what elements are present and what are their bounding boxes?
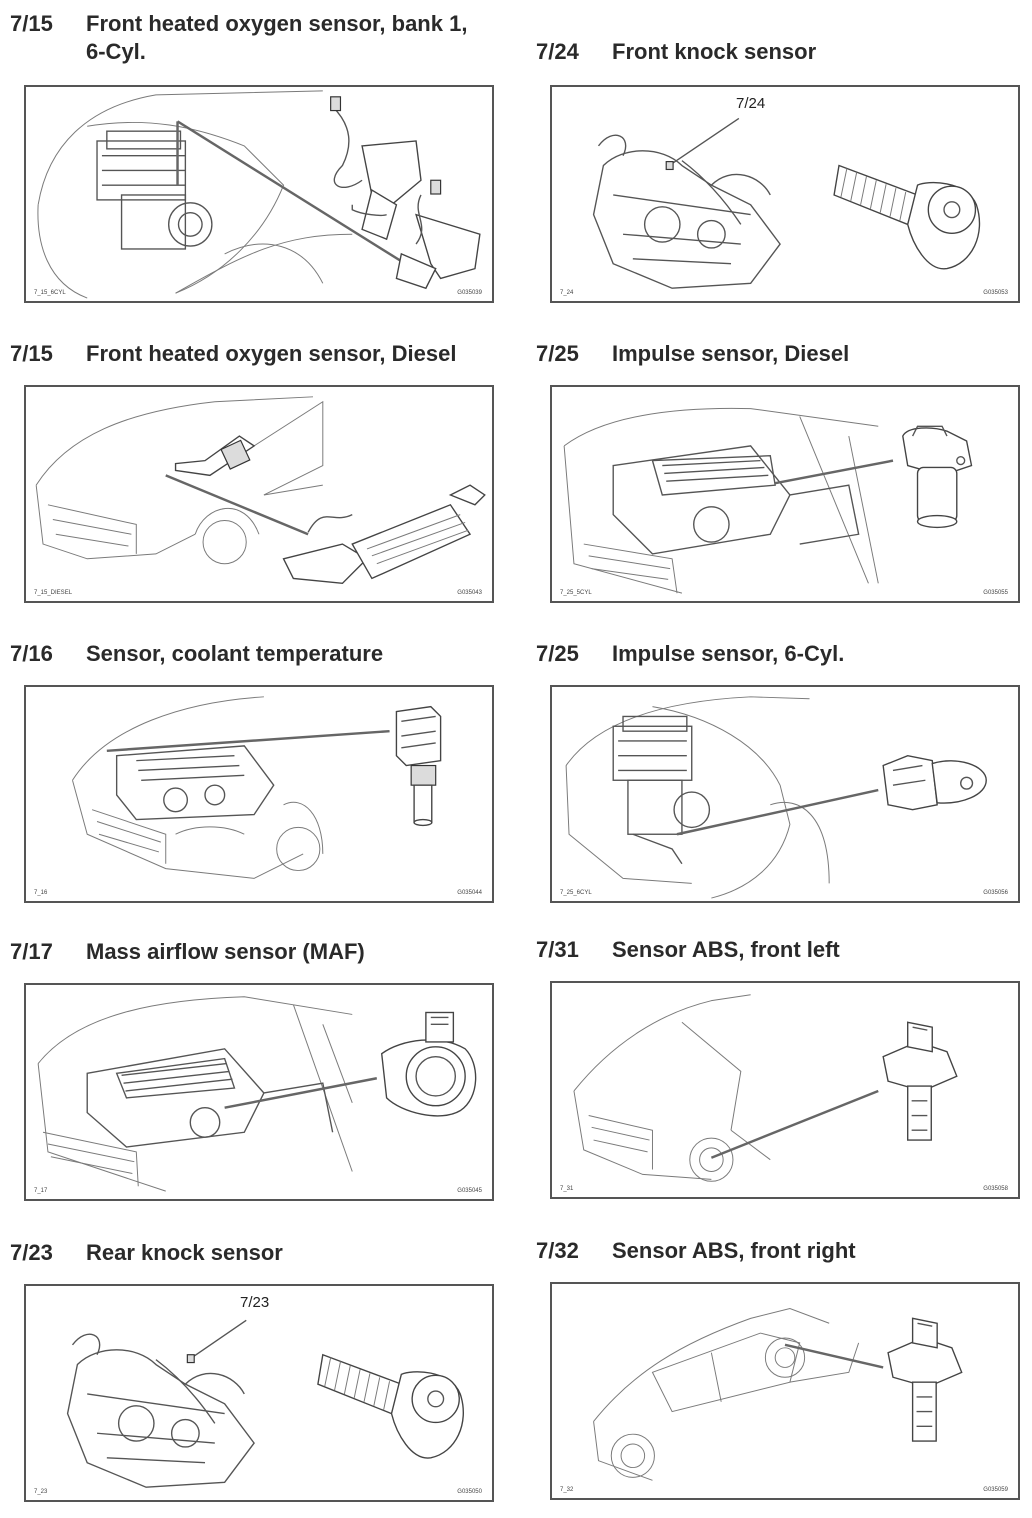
- entry-7-15-6cyl: 7/15 Front heated oxygen sensor, bank 1,…: [10, 10, 510, 310]
- exhaust-manifold-icon: [330, 96, 481, 290]
- maf-sensor-icon: [380, 1011, 477, 1117]
- entry-number: 7/32: [536, 1238, 579, 1263]
- entry-7-17: 7/17 Mass airflow sensor (MAF): [10, 938, 510, 1208]
- entry-title: Impulse sensor, 6-Cyl.: [612, 641, 845, 666]
- entry-7-25-diesel: 7/25 Impulse sensor, Diesel: [536, 340, 1026, 610]
- engine-illustration: [66, 1319, 464, 1488]
- figure-coolant-temperature-sensor: 7_16 G035044: [24, 685, 494, 903]
- entry-7-31: 7/31 Sensor ABS, front left: [536, 936, 1026, 1206]
- entry-7-25-6cyl: 7/25 Impulse sensor, 6-Cyl.: [536, 640, 1026, 910]
- car-open-hood-illustration: [72, 696, 442, 879]
- entry-title: Impulse sensor, Diesel: [612, 341, 850, 366]
- figure-abs-sensor-front-right: 7_32 G035059: [550, 1282, 1020, 1500]
- knock-sensor-icon: [833, 164, 981, 270]
- figure-code-right: G035053: [983, 290, 1008, 296]
- catalytic-converter-icon: [174, 435, 256, 477]
- callout-label: 7/24: [736, 95, 766, 112]
- figure-code-left: 7_24: [560, 290, 574, 296]
- entry-title: Mass airflow sensor (MAF): [86, 939, 365, 964]
- figure-code-right: G035044: [457, 890, 482, 896]
- figure-code-left: 7_23: [34, 1489, 48, 1495]
- entry-7-24: 7/24 Front knock sensor 7/: [536, 38, 1026, 308]
- entry-title: Sensor ABS, front left: [612, 937, 840, 962]
- callout-label: 7/23: [240, 1294, 270, 1311]
- entry-number: 7/24: [536, 39, 579, 64]
- figure-code-right: G035056: [983, 890, 1008, 896]
- car-front-illustration: [35, 396, 486, 585]
- figure-oxygen-sensor-6cyl: 7_15_6CYL G035039: [24, 85, 494, 303]
- figure-code-left: 7_32: [560, 1487, 574, 1493]
- diesel-exhaust-icon: [282, 484, 486, 585]
- coolant-sensor-icon: [395, 705, 442, 827]
- knock-sensor-icon: [317, 1353, 464, 1459]
- engine-bay-illustration: [37, 996, 477, 1192]
- figure-code-right: G035059: [983, 1487, 1008, 1493]
- entry-title: Front heated oxygen sensor, Diesel: [86, 341, 457, 366]
- entry-title: Front knock sensor: [612, 39, 817, 64]
- impulse-sensor-icon: [902, 425, 973, 529]
- engine-illustration: [592, 117, 981, 289]
- entry-title: Rear knock sensor: [86, 1240, 283, 1265]
- figure-oxygen-sensor-diesel: 7_15_DIESEL G035043: [24, 385, 494, 603]
- figure-code-right: G035039: [457, 290, 482, 296]
- entry-title: Sensor ABS, front right: [612, 1238, 856, 1263]
- engine-bay-illustration: [563, 407, 973, 594]
- figure-impulse-sensor-diesel: 7_25_5CYL G035055: [550, 385, 1020, 603]
- figure-rear-knock-sensor: 7/23 7_23 G035050: [24, 1284, 494, 1502]
- figure-code-left: 7_31: [560, 1186, 574, 1192]
- entry-number: 7/17: [10, 939, 53, 964]
- entry-number: 7/25: [536, 341, 579, 366]
- figure-code-left: 7_15_DIESEL: [34, 590, 73, 596]
- figure-code-left: 7_25_6CYL: [560, 890, 592, 896]
- figure-front-knock-sensor: 7/24 7_24 G035053: [550, 85, 1020, 303]
- figure-code-right: G035058: [983, 1186, 1008, 1192]
- impulse-sensor-icon: [882, 755, 987, 811]
- entry-7-32: 7/32 Sensor ABS, front right: [536, 1237, 1026, 1509]
- entry-number: 7/31: [536, 937, 579, 962]
- entry-7-23: 7/23 Rear knock sensor 7/2: [10, 1239, 510, 1509]
- figure-mass-airflow-sensor: 7_17 G035045: [24, 983, 494, 1201]
- entry-number: 7/25: [536, 641, 579, 666]
- entry-number: 7/15: [10, 341, 53, 366]
- entry-title: Front heated oxygen sensor, bank 1, 6-Cy…: [86, 11, 468, 64]
- figure-code-left: 7_16: [34, 890, 48, 896]
- engine-bay-illustration: [37, 90, 481, 299]
- figure-impulse-sensor-6cyl: 7_25_6CYL G035056: [550, 685, 1020, 903]
- figure-abs-sensor-front-left: 7_31 G035058: [550, 981, 1020, 1199]
- figure-code-left: 7_17: [34, 1188, 48, 1194]
- figure-code-right: G035043: [457, 590, 482, 596]
- entry-number: 7/16: [10, 641, 53, 666]
- figure-code-right: G035055: [983, 590, 1008, 596]
- abs-sensor-icon: [887, 1317, 963, 1442]
- entry-number: 7/23: [10, 1240, 53, 1265]
- figure-code-right: G035050: [457, 1489, 482, 1495]
- engine-bay-illustration: [565, 696, 987, 899]
- entry-title: Sensor, coolant temperature: [86, 641, 384, 666]
- figure-code-right: G035045: [457, 1188, 482, 1194]
- entry-7-15-diesel: 7/15 Front heated oxygen sensor, Diesel: [10, 340, 510, 610]
- abs-sensor-icon: [882, 1021, 958, 1141]
- car-front-illustration: [573, 994, 958, 1182]
- figure-code-left: 7_25_5CYL: [560, 590, 592, 596]
- car-side-illustration: [593, 1308, 963, 1481]
- entry-7-16: 7/16 Sensor, coolant temperature: [10, 640, 510, 910]
- figure-code-left: 7_15_6CYL: [34, 290, 66, 296]
- entry-number: 7/15: [10, 11, 53, 36]
